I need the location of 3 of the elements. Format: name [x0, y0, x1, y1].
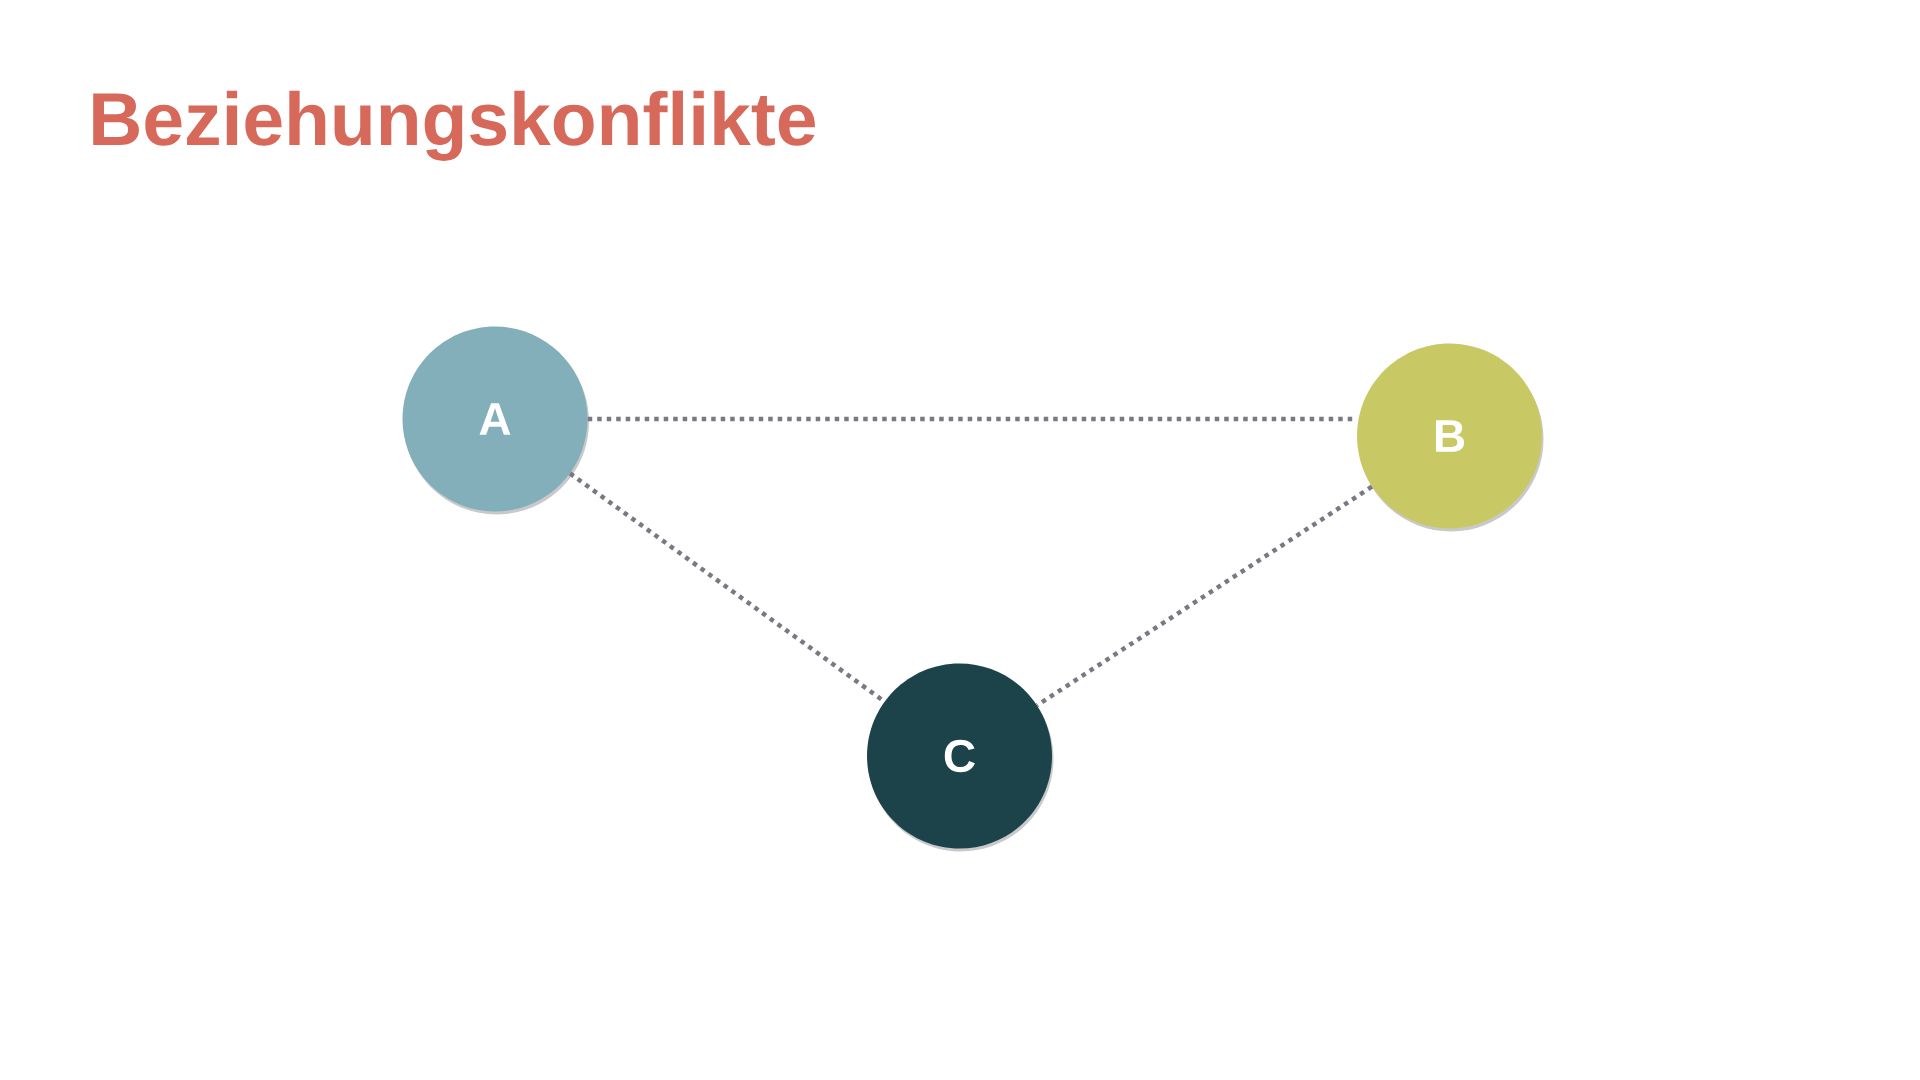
title: Beziehungskonflikte [93, 90, 815, 161]
dotted-line [568, 471, 886, 704]
dotted-line [1035, 484, 1374, 708]
